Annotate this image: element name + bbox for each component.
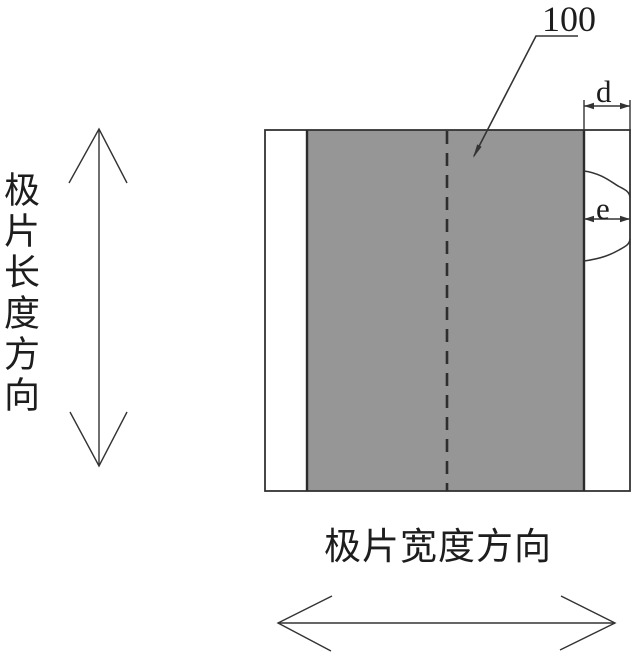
dimension-e (584, 215, 630, 223)
leader-arrowhead (473, 144, 482, 158)
length-direction-label: 极片长度方向 (0, 171, 39, 417)
arrowhead-up (68, 127, 128, 184)
width-direction-arrow (276, 595, 617, 652)
dim-label-d: d (596, 74, 612, 109)
dim-e-right-arrowhead (620, 215, 630, 223)
dimension-d (583, 100, 631, 131)
dim-e-left-arrowhead (584, 215, 594, 223)
tab-curve-top (583, 170, 631, 198)
arrowhead-down (69, 411, 128, 468)
reference-label-100: 100 (542, 0, 596, 39)
dim-label-e: e (596, 191, 610, 226)
dim-d-left-arrowhead (584, 102, 594, 110)
arrowhead-right (559, 595, 617, 651)
length-direction-arrow (68, 127, 128, 468)
coated-region (307, 130, 584, 491)
dim-d-right-arrowhead (620, 102, 630, 110)
arrowhead-left (276, 595, 333, 652)
leader-line-100 (473, 35, 578, 158)
width-direction-label: 极片宽度方向 (324, 527, 552, 568)
tab-curve-bottom (583, 238, 631, 262)
